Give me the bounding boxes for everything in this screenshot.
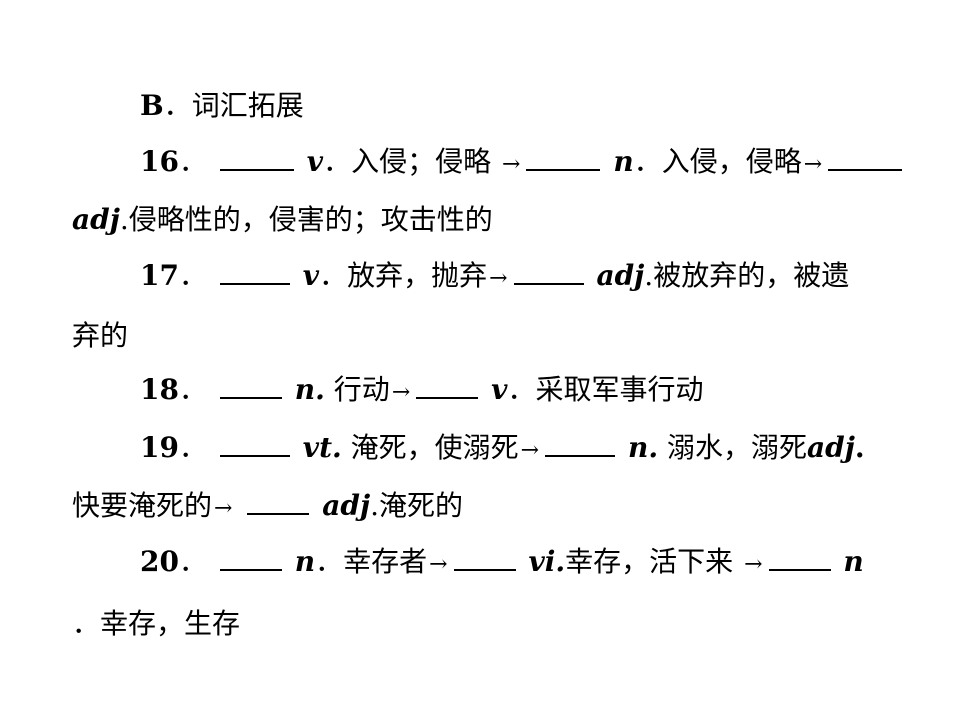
answer-blank[interactable] xyxy=(219,429,290,457)
pos-label: n xyxy=(294,545,316,578)
answer-blank[interactable] xyxy=(219,543,282,571)
item-number: 18 xyxy=(140,373,179,406)
arrow-icon: → xyxy=(520,438,540,463)
definition: .被放弃的，被遗 xyxy=(644,259,850,292)
definition: .侵略性的，侵害的；攻击性的 xyxy=(119,203,493,236)
answer-blank[interactable] xyxy=(828,143,903,171)
pos-label: adj xyxy=(807,431,855,464)
item-19-line-1: 19． vt. 淹死，使溺死→ n. 溺水，溺死adj. xyxy=(140,428,960,471)
item-18-line-1: 18． n. 行动→ v．采取军事行动 xyxy=(140,370,960,413)
arrow-icon: → xyxy=(744,552,763,577)
answer-blank[interactable] xyxy=(545,429,616,457)
item-number: 20 xyxy=(140,545,179,578)
arrow-icon: → xyxy=(214,496,233,521)
definition: ．幸存，生存 xyxy=(72,607,241,640)
answer-blank[interactable] xyxy=(219,143,294,171)
pos-label: v xyxy=(491,373,508,406)
item-20-line-2: ．幸存，生存 xyxy=(72,604,960,644)
arrow-icon: → xyxy=(391,380,411,405)
pos-label: vi. xyxy=(528,545,566,578)
item-17-line-2: 弃的 xyxy=(72,316,960,356)
pos-label: n. xyxy=(294,373,325,406)
definition: 淹死，使溺死 xyxy=(341,431,519,464)
answer-blank[interactable] xyxy=(219,257,290,285)
answer-blank[interactable] xyxy=(513,257,584,285)
definition: 溺水，溺死 xyxy=(658,431,808,464)
num-sep: ． xyxy=(178,259,207,292)
definition: 弃的 xyxy=(72,319,129,352)
section-heading: B．词汇拓展 xyxy=(140,86,960,126)
section-sep: ． xyxy=(163,89,192,122)
pos-label: adj xyxy=(72,203,120,236)
arrow-icon: → xyxy=(489,266,508,291)
arrow-icon: → xyxy=(501,152,521,177)
num-sep: ． xyxy=(178,431,207,464)
pos-label: adj xyxy=(322,489,371,522)
definition: 幸存，活下来 xyxy=(565,545,743,578)
num-sep: ． xyxy=(178,545,207,578)
item-number: 17 xyxy=(140,259,179,292)
answer-blank[interactable] xyxy=(526,143,601,171)
arrow-icon: → xyxy=(429,552,448,577)
item-number: 19 xyxy=(140,431,179,464)
item-17-line-1: 17． v．放弃，抛弃→ adj.被放弃的，被遗 xyxy=(140,256,960,299)
answer-blank[interactable] xyxy=(453,543,516,571)
definition: ．入侵；侵略 xyxy=(323,145,500,178)
answer-blank[interactable] xyxy=(768,543,831,571)
definition: .淹死的 xyxy=(370,489,464,522)
section-title: 词汇拓展 xyxy=(191,89,304,122)
pos-label: n. xyxy=(628,431,659,464)
definition: ．采取军事行动 xyxy=(507,373,704,406)
pos-dot: . xyxy=(854,431,865,464)
pos-label: v xyxy=(306,145,324,178)
pos-label: adj xyxy=(596,259,645,292)
answer-blank[interactable] xyxy=(219,371,282,399)
item-20-line-1: 20． n．幸存者→ vi.幸存，活下来 → n xyxy=(140,542,960,585)
pos-label: n xyxy=(613,145,634,178)
item-16-line-2: adj.侵略性的，侵害的；攻击性的 xyxy=(72,200,960,240)
num-sep: ． xyxy=(178,145,207,178)
definition: ．放弃，抛弃 xyxy=(319,259,488,292)
item-16-line-1: 16． v．入侵；侵略 → n．入侵，侵略→ xyxy=(140,142,960,185)
pos-label: n xyxy=(843,545,864,578)
pos-label: vt. xyxy=(302,431,342,464)
arrow-icon: → xyxy=(803,152,823,177)
answer-blank[interactable] xyxy=(247,487,310,515)
definition: 行动 xyxy=(324,373,390,406)
num-sep: ． xyxy=(178,373,207,406)
answer-blank[interactable] xyxy=(416,371,479,399)
definition: 快要淹死的 xyxy=(72,489,213,522)
definition: ．幸存者 xyxy=(315,545,428,578)
item-19-line-2: 快要淹死的→ adj.淹死的 xyxy=(72,486,960,529)
section-letter: B xyxy=(140,89,164,122)
pos-label: v xyxy=(302,259,320,292)
definition: ．入侵，侵略 xyxy=(633,145,802,178)
item-number: 16 xyxy=(140,145,179,178)
